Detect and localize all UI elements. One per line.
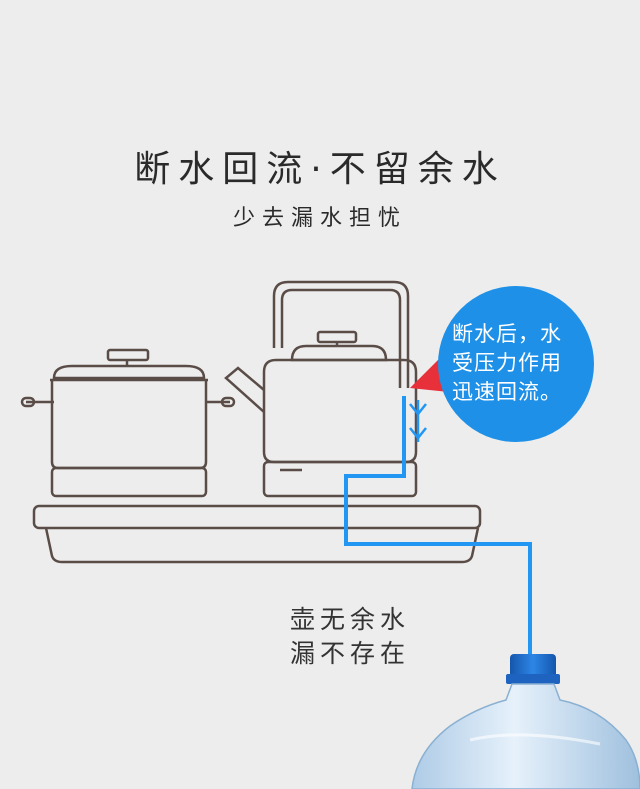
callout-line: 断水后，水 bbox=[452, 322, 562, 346]
kettle-icon bbox=[224, 280, 418, 498]
page-title: 断水回流·不留余水 bbox=[134, 149, 506, 190]
callout-line: 受压力作用 bbox=[452, 351, 562, 375]
side-note-line: 壶无余水 bbox=[290, 605, 411, 634]
page-subtitle: 少去漏水担忧 bbox=[232, 206, 407, 231]
tray-top bbox=[32, 504, 482, 530]
tray-base bbox=[44, 527, 480, 564]
water-pipe bbox=[344, 396, 532, 660]
serving-tray bbox=[32, 504, 482, 564]
callout-line: 迅速回流。 bbox=[452, 380, 562, 404]
cooking-pot-icon bbox=[20, 348, 236, 498]
callout-text: 断水后，水 受压力作用 迅速回流。 bbox=[452, 320, 582, 407]
backflow-arrows-icon bbox=[409, 400, 427, 442]
callout-bubble bbox=[438, 286, 594, 442]
side-note-line: 漏不存在 bbox=[290, 639, 411, 668]
water-bottle-icon bbox=[411, 654, 640, 789]
side-note: 壶无余水 漏不存在 bbox=[290, 603, 410, 671]
